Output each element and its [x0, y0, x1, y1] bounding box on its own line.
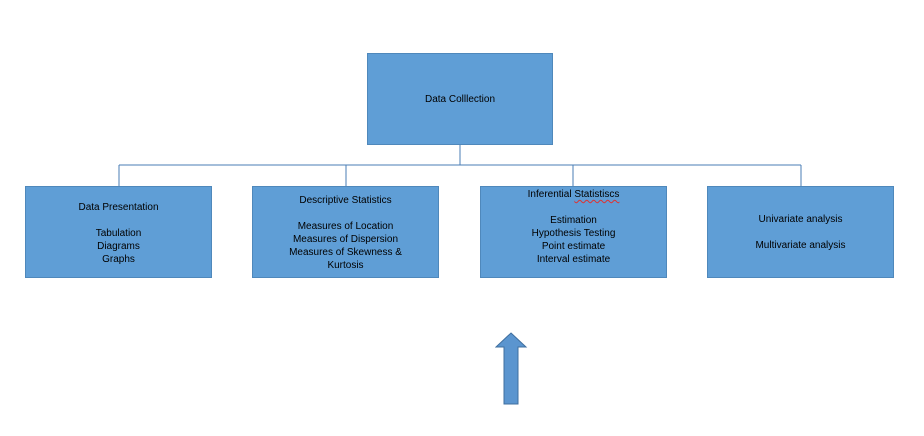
node-item: Diagrams — [97, 241, 140, 252]
node-title: Inferential Statistiscs — [481, 188, 666, 201]
node-title-prefix: Inferential — [527, 189, 575, 200]
node-item: Multivariate analysis — [755, 240, 846, 251]
node-item: Measures of Dispersion — [292, 234, 399, 245]
node-analysis-types: Univariate analysis Multivariate analysi… — [707, 186, 894, 278]
node-data-presentation: Data Presentation Tabulation Diagrams Gr… — [25, 186, 212, 278]
node-item: Point estimate — [541, 241, 606, 252]
node-item: Graphs — [102, 254, 135, 265]
node-inferential-statistics: Inferential Statistiscs Estimation Hypot… — [480, 186, 667, 278]
misspelled-word[interactable]: Statistiscs — [574, 189, 620, 200]
node-item: Measures of Location — [297, 221, 394, 232]
root-node-label: Data Colllection — [424, 93, 496, 105]
root-node-data-collection: Data Colllection — [367, 53, 553, 145]
up-arrow-icon[interactable] — [495, 331, 529, 407]
node-item: Measures of Skewness & — [289, 247, 402, 258]
node-item: Tabulation — [95, 228, 142, 239]
node-descriptive-statistics: Descriptive Statistics Measures of Locat… — [252, 186, 439, 278]
node-title: Data Presentation — [78, 202, 159, 213]
node-item: Kurtosis — [327, 260, 364, 271]
node-item: Interval estimate — [536, 254, 611, 265]
node-item: Hypothesis Testing — [531, 228, 616, 239]
node-title: Descriptive Statistics — [299, 195, 392, 206]
node-item: Univariate analysis — [758, 214, 843, 225]
node-item: Estimation — [550, 215, 597, 226]
